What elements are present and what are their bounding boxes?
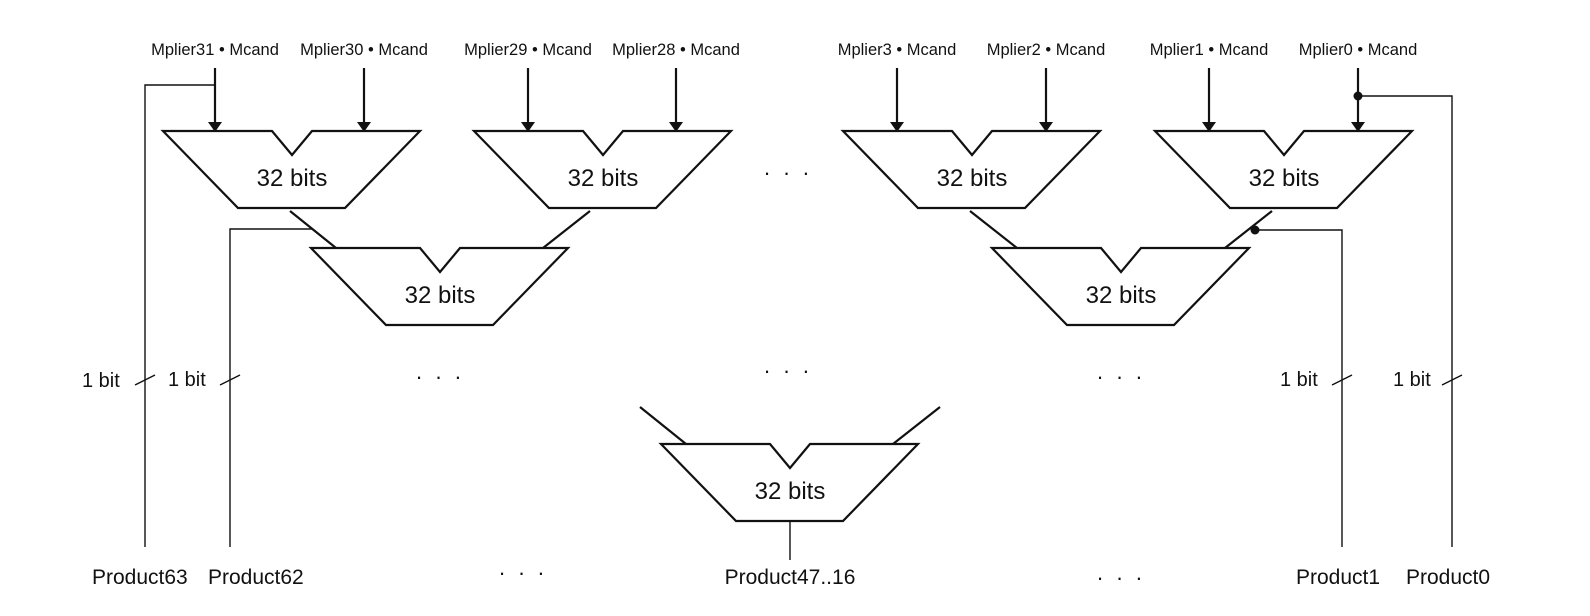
bit-label-product0: 1 bit <box>1393 369 1431 391</box>
product1-wire <box>1255 229 1343 547</box>
ellipsis-bottom-left: · · · <box>498 560 547 585</box>
bit-label-product62: 1 bit <box>168 369 206 391</box>
output-label-product62: Product62 <box>208 566 304 589</box>
bottom-adder-input-left <box>639 406 687 445</box>
product0-bus-tick <box>1441 374 1463 386</box>
adder-e-label: 32 bits <box>405 282 476 309</box>
product62-wire <box>229 228 313 547</box>
input-label-mplier28: Mplier28 • Mcand <box>612 41 740 59</box>
adder-d-shape <box>1152 129 1415 210</box>
product63-wire <box>144 84 215 547</box>
adder-connections <box>289 210 1273 249</box>
adder-b-shape <box>471 129 734 210</box>
adder-d-label: 32 bits <box>1249 165 1320 192</box>
adder-b-label: 32 bits <box>568 165 639 192</box>
ellipsis-mid-center: · · · <box>763 358 812 383</box>
ellipsis-top: · · · <box>763 160 812 185</box>
adder-e-shape <box>308 246 571 327</box>
output-label-product1: Product1 <box>1296 566 1380 589</box>
output-label-product47-16: Product47..16 <box>725 566 856 589</box>
adder-g-shape <box>658 442 921 523</box>
ellipsis-bottom-right: · · · <box>1096 565 1145 590</box>
input-label-mplier3: Mplier3 • Mcand <box>838 41 957 59</box>
input-label-mplier2: Mplier2 • Mcand <box>987 41 1106 59</box>
input-label-mplier0: Mplier0 • Mcand <box>1299 41 1418 59</box>
adder-f-shape <box>989 246 1252 327</box>
adder-a-label: 32 bits <box>257 165 328 192</box>
input-label-mplier29: Mplier29 • Mcand <box>464 41 592 59</box>
input-label-mplier30: Mplier30 • Mcand <box>300 41 428 59</box>
ellipsis-mid-left: · · · <box>415 364 464 389</box>
bit-label-product63: 1 bit <box>82 370 120 392</box>
product62-bus-tick <box>219 374 241 386</box>
output-label-product63: Product63 <box>92 566 188 589</box>
adder-g-label: 32 bits <box>755 478 826 505</box>
adder-c-label: 32 bits <box>937 165 1008 192</box>
adder-a-shape <box>160 129 423 210</box>
product1-bus-tick <box>1331 374 1353 386</box>
bit-label-product1: 1 bit <box>1280 369 1318 391</box>
product0-wire <box>1358 95 1453 547</box>
adder-c-shape <box>840 129 1103 210</box>
output-label-product0: Product0 <box>1406 566 1490 589</box>
bottom-adder-input-right <box>892 406 941 445</box>
input-label-mplier1: Mplier1 • Mcand <box>1150 41 1269 59</box>
adder-f-label: 32 bits <box>1086 282 1157 309</box>
input-label-mplier31: Mplier31 • Mcand <box>151 41 279 59</box>
ellipsis-mid-right: · · · <box>1096 364 1145 389</box>
input-arrows <box>208 68 1365 132</box>
product63-bus-tick <box>134 374 156 386</box>
